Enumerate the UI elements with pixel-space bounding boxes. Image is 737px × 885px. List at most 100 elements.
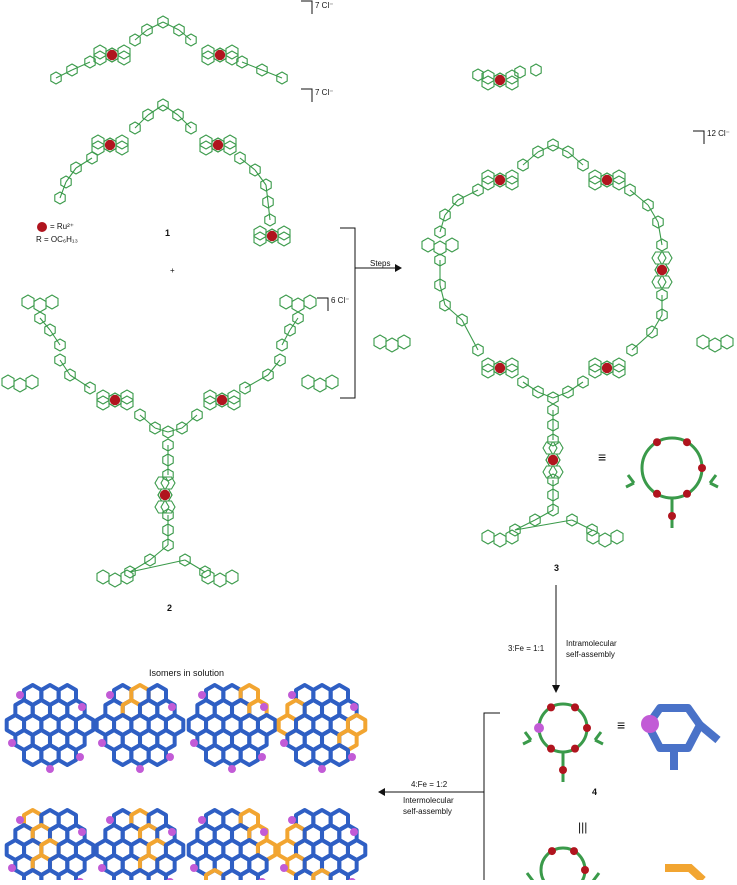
c3-upper-right-bond	[629, 189, 649, 206]
ru-complex-1a	[92, 135, 128, 155]
terminal-tpy	[696, 334, 734, 353]
isomer-bracket	[483, 712, 500, 880]
cartoon-4-ru-sphere	[559, 766, 567, 774]
ru-complex-top-right	[202, 45, 238, 65]
reaction-bracket	[340, 227, 356, 399]
cartoon-4-ru-sphere	[547, 703, 555, 712]
isomer-2-fe-sphere	[136, 765, 144, 773]
ru-complex-3e	[589, 358, 625, 378]
isomer-3-hex-cell	[204, 743, 226, 767]
cartoon-3-ring	[640, 436, 704, 500]
isomer-8-hex-cell	[328, 868, 350, 885]
c3-upper-left-bond	[439, 214, 446, 233]
c3-top-bond	[567, 151, 584, 166]
isomer-3-hex-cell	[238, 743, 260, 767]
c3-bottom-bond	[567, 381, 584, 393]
c1-left-arm-bond	[59, 181, 67, 199]
isomer-6-fe-sphere	[106, 816, 114, 824]
c2-linker-bond	[154, 427, 169, 433]
isomer-8-hex-cell	[311, 868, 333, 885]
isomer-2-fe-sphere	[98, 739, 106, 747]
isomer-8-fe-sphere	[280, 864, 288, 872]
c2-lower-bond	[129, 559, 151, 573]
c2-left-arm-bond	[69, 374, 91, 389]
c1-right-arm-bond	[254, 169, 267, 186]
isomer-7-hex-cell	[221, 868, 243, 885]
c2-linker-bond	[181, 414, 198, 429]
isomer-4-hex-cell	[311, 743, 333, 767]
ru-complex-3b	[589, 170, 625, 190]
isomer-1-fe-sphere	[16, 691, 24, 699]
c3-lower-bond	[571, 519, 593, 531]
isomer-2-hex-cell	[146, 743, 168, 767]
counterion-product: 12 Cl⁻	[707, 129, 730, 138]
cartoon-3-ru-sphere	[683, 438, 691, 447]
c2-right-upper-bond	[281, 329, 291, 346]
c1-linker-bond	[134, 114, 149, 129]
ratio-1-1-label: 3:Fe = 1:1	[508, 644, 545, 653]
c1-linker-bond	[147, 104, 164, 116]
intramolecular-label: Intramolecular	[566, 639, 617, 648]
c3-top-bond	[522, 151, 539, 166]
counterion-second: 7 Cl⁻	[315, 88, 334, 97]
terminal-tpy	[1, 374, 39, 393]
c3-upper-right-bond	[647, 204, 659, 223]
arrow-4-to-isomers-head	[378, 788, 385, 796]
steps-label: Steps	[370, 259, 391, 268]
isomer-2-hex-cell	[112, 743, 134, 767]
cartoon-4b-arm	[524, 872, 535, 885]
isomer-5-hex-cell	[39, 868, 61, 885]
isomer-3-fe-sphere	[260, 703, 268, 711]
c3-lower-left-bond	[439, 284, 446, 306]
top-right-arm-bond	[261, 69, 283, 79]
ru-legend-dot	[37, 222, 47, 232]
terminal-tpy	[301, 374, 339, 393]
cartoon-3-arm	[708, 474, 719, 489]
ru-complex-3f	[543, 442, 563, 478]
c1-right-arm-bond	[267, 201, 271, 221]
cartoon-3-ru-sphere	[683, 489, 691, 498]
isomer-8-fe-sphere	[288, 816, 296, 824]
isomer-8-fe-sphere	[350, 828, 358, 836]
cartoon-4-ring	[537, 702, 589, 754]
ru-complex-3a	[482, 170, 518, 190]
bracket-third	[317, 297, 329, 311]
isomer-2-fe-sphere	[106, 691, 114, 699]
bracket-top	[301, 0, 313, 14]
isomer-4-hex-cell	[328, 743, 350, 767]
cartoon-4-ru-sphere	[547, 744, 555, 753]
isomer-7-fe-sphere	[260, 828, 268, 836]
cartoon-4-ru-sphere	[583, 724, 591, 732]
isomer-4-fe-sphere	[280, 739, 288, 747]
cartoon-4b-arm	[591, 872, 602, 885]
c2-left-upper-bond	[49, 329, 61, 346]
c3-bottom-bond	[552, 391, 569, 399]
c3-lower-bond	[514, 519, 536, 531]
compound-2-label: 2	[167, 603, 173, 613]
isomer-5-fe-sphere	[78, 828, 86, 836]
top-linker-bond	[162, 21, 180, 31]
c2-lower-bond	[129, 559, 186, 573]
top-right-arm-bond	[241, 61, 263, 71]
isomer-1-hex-cell	[39, 743, 61, 767]
c3-lower-bond	[534, 509, 554, 521]
isomer-3-hex-cell	[221, 743, 243, 767]
equivalence-symbol-4: ≡	[617, 717, 626, 733]
ru-complex-top-left	[94, 45, 130, 65]
cartoon-3-ru-sphere	[653, 438, 661, 447]
intramolecular-self-assembly-label: self-assembly	[566, 650, 615, 659]
ru-complex-2a	[97, 390, 133, 410]
top-left-arm-bond	[55, 69, 73, 79]
isomer-2-fe-sphere	[166, 753, 174, 761]
c2-linker-bond	[167, 427, 183, 433]
compound-1-label: 1	[165, 228, 171, 238]
c3-lower-left-bond	[444, 304, 463, 321]
arrow-3-to-4-head	[552, 685, 560, 693]
cartoon-3-arm	[625, 474, 636, 489]
ru-legend-label: = Ru²⁺	[50, 222, 75, 231]
top-linker-bond	[146, 21, 164, 31]
equivalence-symbol-3: ≡	[598, 449, 607, 465]
c1-left-arm-bond	[65, 167, 77, 183]
c3-lower-right-bond	[631, 331, 653, 351]
